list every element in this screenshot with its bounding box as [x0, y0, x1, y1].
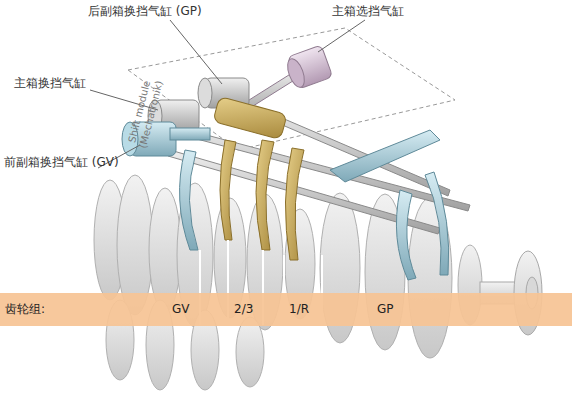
cylinder-label: 前副箱换挡气缸 (GV)	[4, 155, 119, 169]
gear-group-label: GP	[377, 302, 394, 316]
cylinder-label: 主箱换挡气缸	[14, 76, 86, 90]
cylinder-label: 主箱选挡气缸	[332, 4, 404, 18]
gear-group-label: 2/3	[234, 302, 253, 316]
gear-group-label: GV	[172, 302, 190, 316]
band-heading: 齿轮组:	[5, 302, 45, 316]
cylinder-label: 后副箱换挡气缸 (GP)	[88, 4, 202, 18]
gear-group-label: 1/R	[289, 302, 309, 316]
gear-group-band: 齿轮组: GV 2/3 1/R GP	[0, 293, 572, 326]
